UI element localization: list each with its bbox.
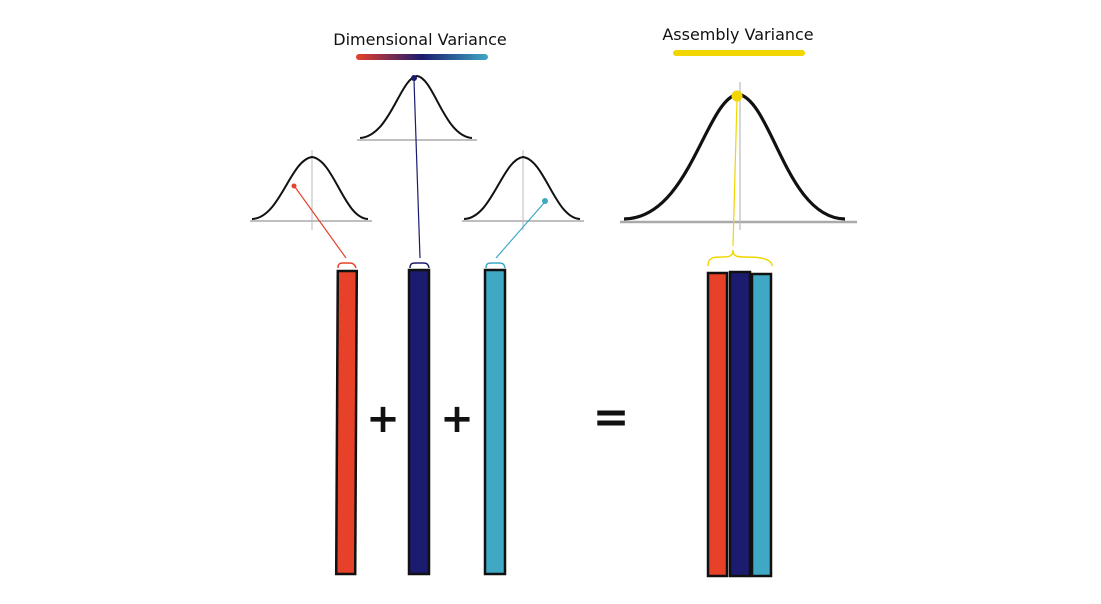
assembly-variance-underline — [673, 50, 805, 56]
teal-connector-arrow — [485, 198, 548, 269]
assembly-distribution-curve — [620, 82, 857, 230]
assembly-navy-bar — [728, 270, 752, 578]
assembly-red-bar — [706, 271, 729, 578]
assembly-teal-bar — [750, 272, 773, 578]
navy-connector-arrow — [409, 75, 430, 269]
dimensional-variance-underline — [356, 54, 488, 60]
assembly-variance-title: Assembly Variance — [662, 25, 813, 44]
assembly-connector-arrow — [707, 90, 773, 267]
dimensional-variance-title: Dimensional Variance — [333, 30, 507, 49]
plus-operator-1: + — [366, 396, 400, 442]
red-component-bar — [334, 269, 359, 576]
teal-distribution-curve — [462, 150, 584, 230]
red-distribution-curve — [250, 150, 372, 230]
assembly-stack — [706, 270, 773, 578]
plus-operator-2: + — [440, 396, 474, 442]
equals-operator: = — [593, 392, 630, 443]
teal-component-bar — [483, 268, 507, 576]
navy-component-bar — [407, 268, 431, 576]
navy-distribution-curve — [357, 74, 477, 141]
red-connector-arrow — [291, 183, 357, 269]
